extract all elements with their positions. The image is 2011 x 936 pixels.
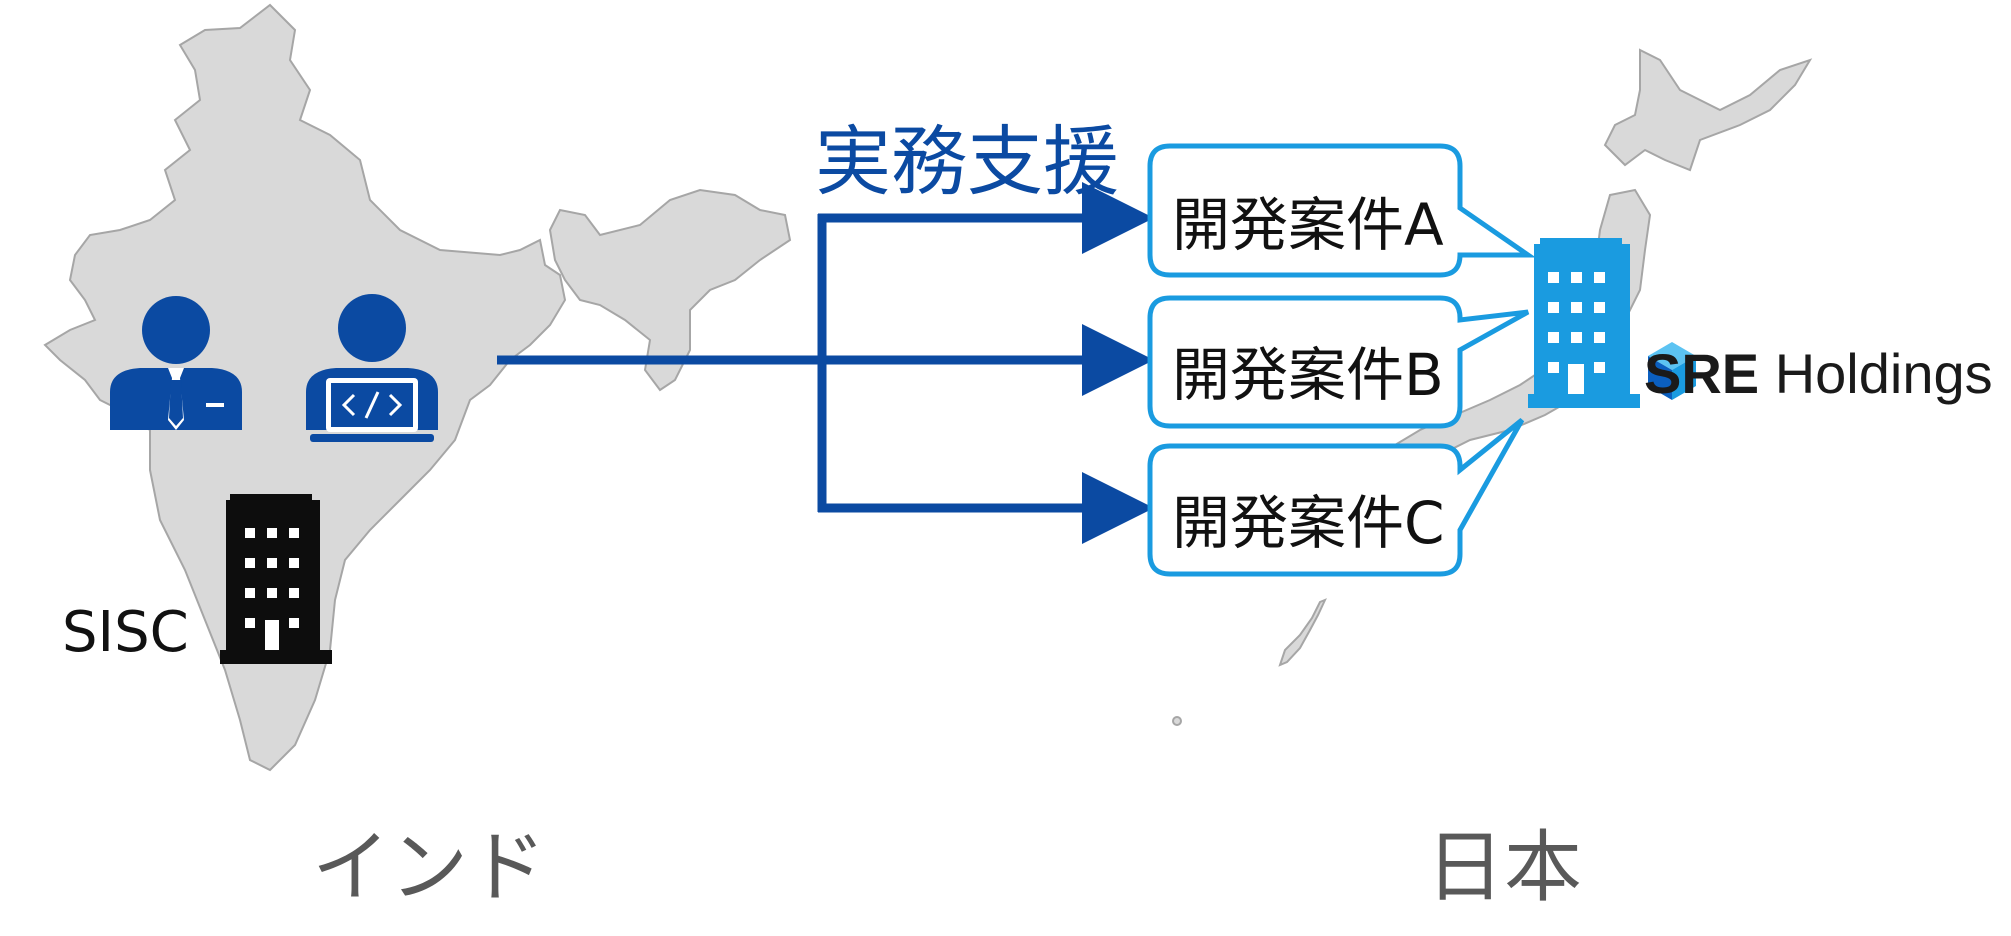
brand-name: SRE Holdings	[1644, 341, 1993, 406]
bubble-project-b	[1147, 295, 1530, 429]
project-a-label: 開発案件A	[1172, 191, 1444, 259]
japan-label: 日本	[1426, 823, 1583, 913]
northeast-map	[548, 188, 792, 392]
businessman-icon	[110, 296, 242, 430]
brand-bold: SRE	[1644, 341, 1760, 405]
developer-laptop-icon	[306, 294, 438, 442]
bubble-project-a	[1147, 143, 1537, 278]
india-map	[43, 3, 567, 772]
ryukyu-islands-map	[1278, 598, 1327, 667]
bubble-project-c	[1147, 418, 1525, 577]
project-c-label: 開発案件C	[1172, 489, 1445, 557]
sisc-building-icon	[220, 494, 332, 664]
support-label: 実務支援	[815, 117, 1119, 206]
japan-office-building-icon	[1528, 238, 1640, 408]
sre-logo-icon	[1648, 342, 1696, 400]
hokkaido-map	[1603, 48, 1813, 172]
sisc-label: SISC	[62, 600, 189, 665]
project-b-label: 開発案件B	[1172, 341, 1444, 409]
brand-rest: Holdings	[1759, 341, 1993, 405]
india-label: インド	[312, 823, 547, 913]
sre-holdings-brand: SRE Holdings	[1644, 337, 1993, 409]
connector-lines	[497, 182, 1154, 544]
